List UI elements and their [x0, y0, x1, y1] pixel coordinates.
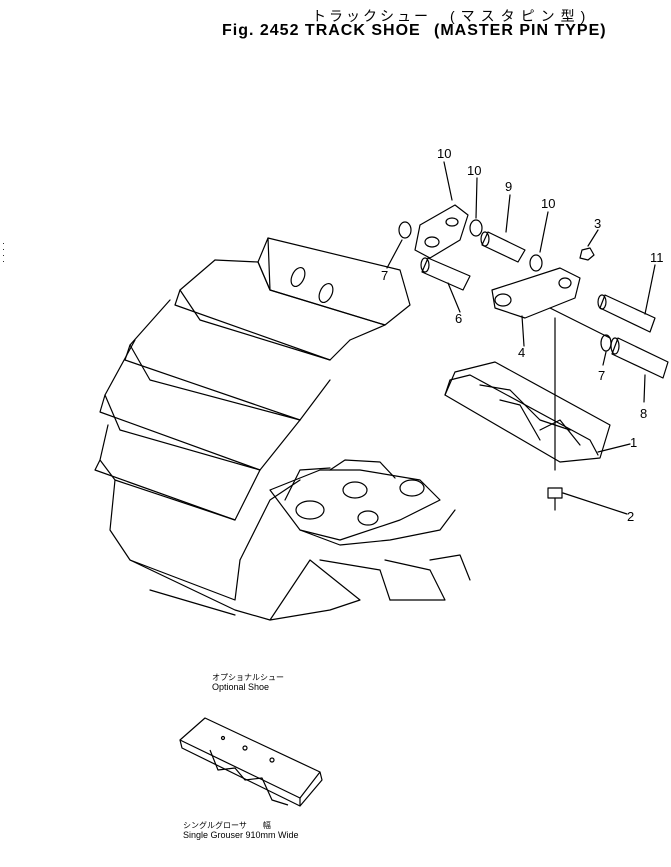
part-3-nut [579, 247, 595, 261]
part-10-washer-b [529, 254, 543, 272]
callout-7-left: 7 [381, 268, 388, 283]
callout-10b: 10 [541, 196, 555, 211]
callout-8: 8 [640, 406, 647, 421]
callout-6: 6 [455, 311, 462, 326]
figure-subtitle: (MASTER PIN TYPE) [434, 22, 607, 39]
margin-dots: ···· [2, 238, 5, 266]
title-japanese: トラックシュー [312, 8, 431, 24]
title-japanese-type: (マスタピン型) [450, 8, 592, 24]
part-6-pin [420, 257, 471, 291]
callout-5: 10 [437, 146, 451, 161]
shoe-spec-jp: シングルグローサ 幅 [183, 821, 271, 830]
figure-title: Fig. 2452 TRACK SHOE [222, 22, 421, 39]
part-7-washer-right [600, 334, 612, 352]
callout-9: 9 [505, 179, 512, 194]
callout-1: 1 [630, 435, 637, 450]
part-4-master-link [491, 267, 611, 471]
part-11-pin [597, 294, 656, 333]
optional-shoe-jp: オプショナルシュー [212, 673, 284, 682]
part-2-bolt [547, 487, 563, 511]
part-5-master-link [414, 204, 469, 259]
part-8-pin [610, 337, 669, 379]
callout-11: 11 [650, 250, 664, 265]
callout-2: 2 [627, 509, 634, 524]
part-10-washer-a [469, 219, 483, 237]
optional-shoe-drawing [179, 717, 323, 807]
callout-4: 4 [518, 345, 525, 360]
callout-7-right: 7 [598, 368, 605, 383]
callout-10a: 10 [467, 163, 481, 178]
part-1-shoe-plate [444, 361, 611, 463]
part-7-washer [398, 221, 412, 239]
callout-3: 3 [594, 216, 601, 231]
shoe-spec-label: Single Grouser 910mm Wide [183, 830, 299, 840]
optional-shoe-label: Optional Shoe [212, 682, 270, 692]
part-9-bushing [480, 231, 526, 263]
track-shoe-assembly [94, 237, 471, 621]
